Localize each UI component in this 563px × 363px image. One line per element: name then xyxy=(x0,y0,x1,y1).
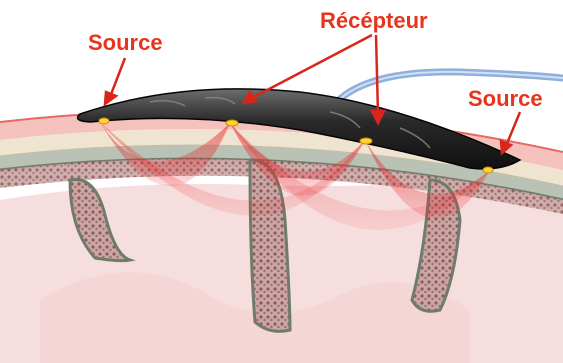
source-right-label: Source xyxy=(468,88,543,110)
receptor-label: Récépteur xyxy=(320,10,428,32)
source-left-label: Source xyxy=(88,32,163,54)
